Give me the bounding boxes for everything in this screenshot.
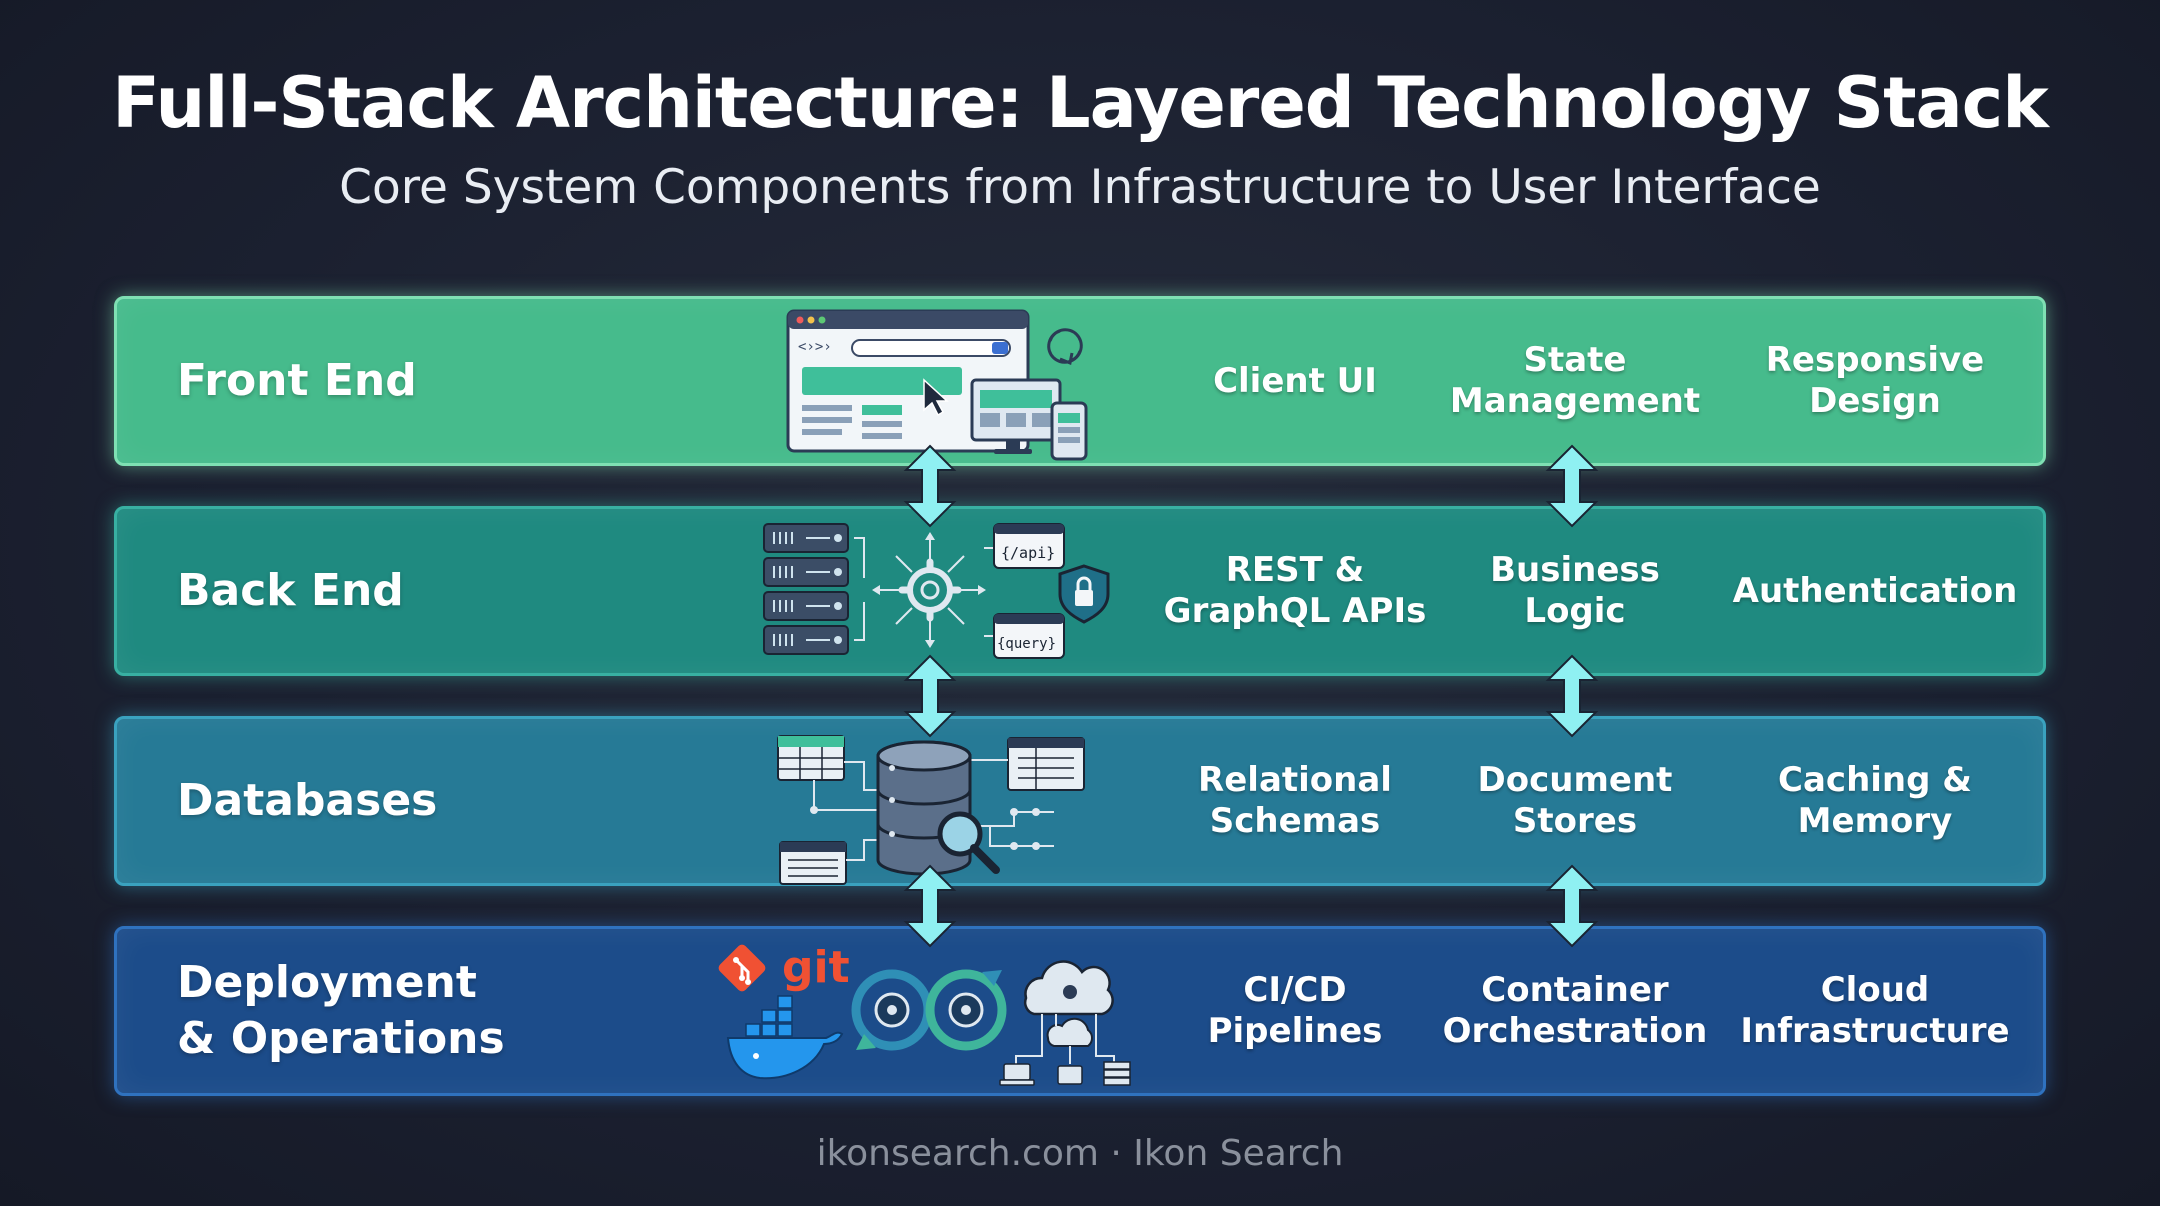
- component-cloud-infrastructure: Cloud Infrastructure: [1740, 970, 2010, 1051]
- component-rest-graphql-apis: REST & GraphQL APIs: [1163, 550, 1427, 631]
- component-client-ui: Client UI: [1213, 360, 1377, 401]
- git-docker-ci-cloud-icon: git: [718, 942, 1131, 1086]
- server-gear-api-icon: {/api} {query}: [763, 523, 1110, 659]
- connector-arrow: [1545, 444, 1599, 528]
- connector-arrow: [903, 654, 957, 738]
- connector-arrow: [1545, 654, 1599, 738]
- query-label: {query}: [997, 636, 1056, 652]
- connector-arrow: [1545, 864, 1599, 948]
- component-caching-memory: Caching & Memory: [1778, 760, 1972, 841]
- git-label: git: [782, 942, 850, 993]
- layer-title: Front End: [177, 355, 417, 406]
- page-title: Full-Stack Architecture: Layered Technol…: [112, 62, 2049, 144]
- page-subtitle: Core System Components from Infrastructu…: [339, 160, 1821, 215]
- footer-credit: ikonsearch.com · Ikon Search: [816, 1133, 1344, 1174]
- component-container-orchestration: Container Orchestration: [1442, 970, 1708, 1051]
- layer-title: Deployment & Operations: [177, 957, 505, 1064]
- database-search-icon: [777, 735, 1085, 885]
- connector-arrow: [903, 864, 957, 948]
- browser-devices-icon: <›>›: [786, 309, 1088, 461]
- component-document-stores: Document Stores: [1477, 760, 1673, 841]
- component-relational-schemas: Relational Schemas: [1198, 760, 1392, 841]
- component-business-logic: Business Logic: [1490, 550, 1660, 631]
- api-label: {/api}: [1001, 544, 1055, 562]
- layer-title: Back End: [177, 565, 404, 616]
- layer-title: Databases: [177, 775, 438, 826]
- component-ci-cd-pipelines: CI/CD Pipelines: [1207, 970, 1383, 1051]
- svg-text:<›>›: <›>›: [798, 339, 832, 355]
- component-state-management: State Management: [1449, 340, 1701, 421]
- component-responsive-design: Responsive Design: [1765, 340, 1985, 421]
- connector-arrow: [903, 444, 957, 528]
- component-authentication: Authentication: [1732, 570, 2018, 611]
